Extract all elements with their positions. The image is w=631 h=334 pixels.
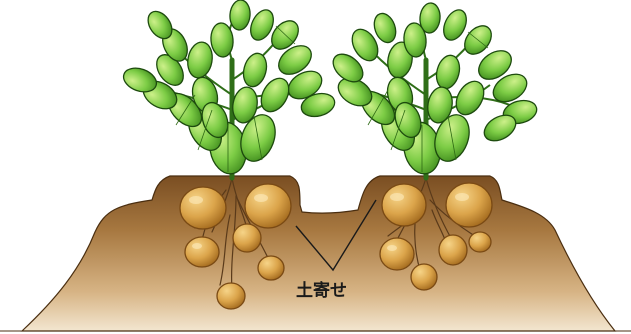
- potato: [446, 183, 492, 227]
- potato: [185, 237, 219, 267]
- potato: [411, 264, 437, 290]
- potato: [258, 256, 284, 280]
- potato: [180, 187, 226, 229]
- hilling-label: 土寄せ: [296, 280, 347, 301]
- right-potato-plant: [328, 2, 539, 178]
- potato: [380, 238, 414, 270]
- potato: [382, 184, 426, 226]
- leaves: [120, 0, 337, 177]
- potato: [439, 235, 467, 265]
- leaves: [328, 2, 539, 177]
- potato: [245, 184, 291, 228]
- potato: [469, 232, 491, 252]
- left-potato-plant: [120, 0, 337, 178]
- potato: [217, 283, 245, 309]
- potato: [233, 224, 261, 252]
